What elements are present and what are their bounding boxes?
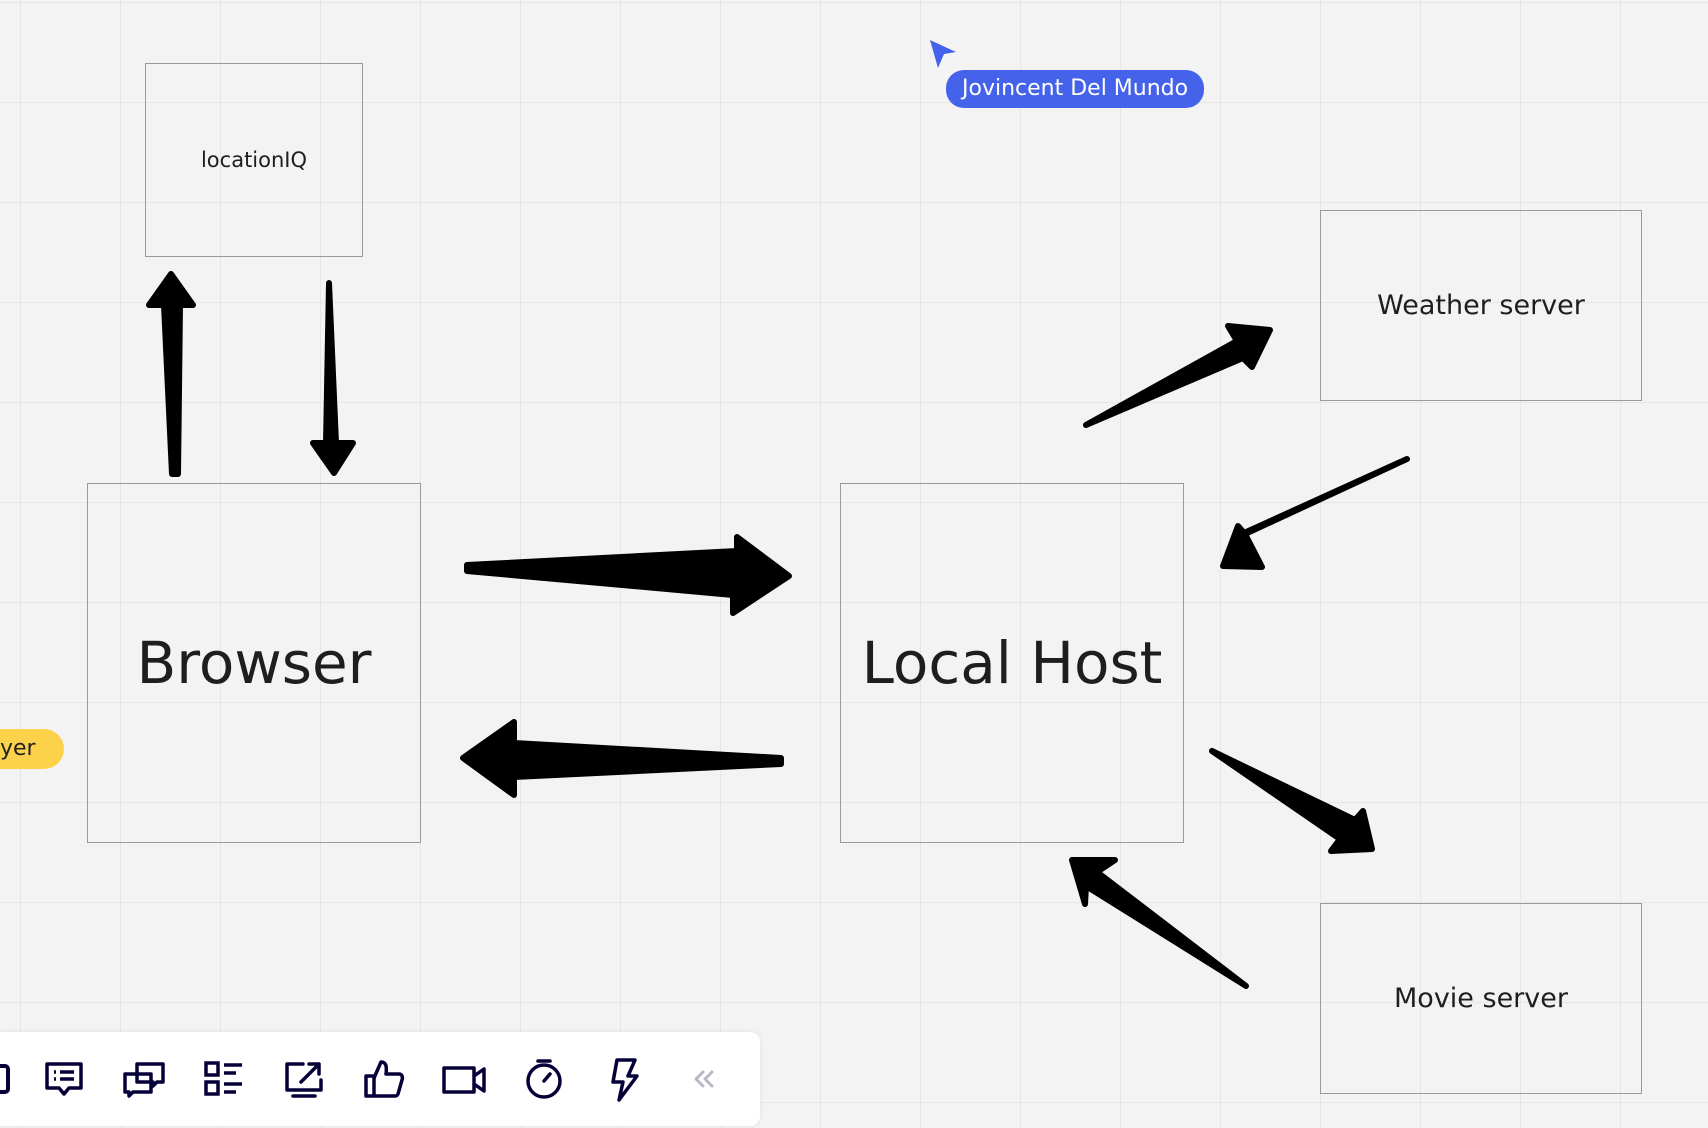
arrow-weather-to-localhost[interactable] — [1220, 456, 1410, 570]
node-movie-server-label: Movie server — [1394, 983, 1568, 1014]
node-browser[interactable]: Browser — [87, 483, 421, 843]
arrow-movie-to-localhost[interactable] — [1069, 857, 1249, 989]
arrow-browser-to-locationiq[interactable] — [146, 271, 196, 477]
arrow-locationiq-to-browser[interactable] — [310, 280, 356, 476]
vote-icon[interactable] — [357, 1052, 411, 1106]
node-browser-label: Browser — [136, 629, 372, 697]
collaborator-tag-partial: yer — [0, 729, 64, 769]
node-local-host-label: Local Host — [861, 629, 1163, 697]
collapse-icon[interactable] — [677, 1052, 731, 1106]
arrow-localhost-to-weather[interactable] — [1083, 323, 1273, 428]
collaborator-name-tag: Jovincent Del Mundo — [946, 70, 1205, 108]
timer-icon[interactable] — [517, 1052, 571, 1106]
collaborator-tag-partial-label: yer — [0, 736, 36, 761]
frame-partial-icon[interactable] — [0, 1052, 24, 1106]
card-list-icon[interactable] — [197, 1052, 251, 1106]
node-movie-server[interactable]: Movie server — [1320, 903, 1642, 1094]
collaborator-cursor-icon — [930, 40, 956, 68]
node-weather-server-label: Weather server — [1377, 290, 1585, 321]
node-weather-server[interactable]: Weather server — [1320, 210, 1642, 401]
video-icon[interactable] — [437, 1052, 491, 1106]
chat-icon[interactable] — [117, 1052, 171, 1106]
arrow-localhost-to-browser[interactable] — [460, 719, 784, 798]
comment-icon[interactable] — [37, 1052, 91, 1106]
bottom-toolbar — [0, 1032, 760, 1126]
node-locationiq[interactable]: locationIQ — [145, 63, 363, 257]
arrow-localhost-to-movie[interactable] — [1209, 748, 1375, 854]
node-local-host[interactable]: Local Host — [840, 483, 1184, 843]
share-screen-icon[interactable] — [277, 1052, 331, 1106]
node-locationiq-label: locationIQ — [200, 148, 308, 172]
arrow-browser-to-localhost[interactable] — [464, 534, 792, 616]
lightning-icon[interactable] — [597, 1052, 651, 1106]
